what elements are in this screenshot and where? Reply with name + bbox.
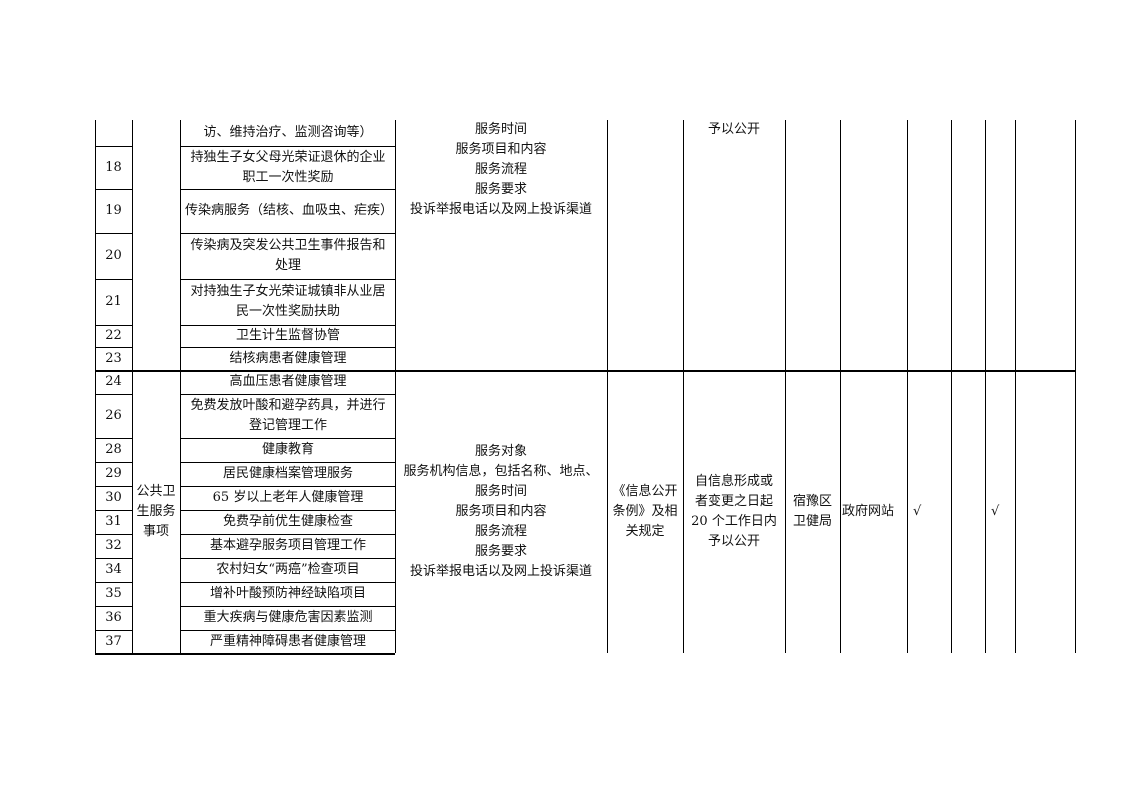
row-line <box>95 325 132 327</box>
row-line <box>95 558 132 560</box>
check-mark-1: √ <box>913 503 922 519</box>
column-line <box>606 120 608 653</box>
row-line <box>95 486 132 488</box>
column-line <box>682 120 684 653</box>
service-item: 传染病服务（结核、血吸虫、疟疾） <box>185 203 394 218</box>
column-line <box>839 120 841 653</box>
column-line <box>784 120 786 653</box>
block1-content: 服务时间 服务项目和内容 服务流程 服务要求 投诉举报电话以及网上投诉渠道 <box>409 122 592 217</box>
row-line <box>95 630 132 632</box>
service-item: 重大疾病与健康危害因素监测 <box>203 610 373 625</box>
row-line <box>95 146 132 148</box>
row-number: 19 <box>105 203 122 218</box>
service-item: 免费发放叶酸和避孕药具，并进行登记管理工作 <box>190 398 386 433</box>
block-divider <box>95 370 1075 372</box>
column-line <box>950 120 952 653</box>
row-number <box>95 120 132 146</box>
row-line <box>180 347 395 349</box>
service-item: 免费孕前优生健康检查 <box>222 514 353 529</box>
row-line <box>180 438 395 440</box>
category-cell: 公共卫生服务事项 <box>136 483 176 539</box>
row-line <box>95 233 132 235</box>
row-line <box>180 486 395 488</box>
row-line <box>95 347 132 349</box>
service-item: 结核病患者健康管理 <box>229 350 347 366</box>
table-bottom-line <box>95 653 395 655</box>
service-item: 卫生计生监督协管 <box>235 328 340 343</box>
column-line <box>394 120 396 653</box>
row-number: 26 <box>105 408 122 423</box>
row-number: 21 <box>105 294 122 309</box>
row-line <box>180 233 395 235</box>
column-line <box>1074 120 1076 653</box>
row-number: 30 <box>105 490 122 505</box>
row-number: 18 <box>105 159 122 175</box>
service-item: 健康教育 <box>261 442 314 457</box>
row-line <box>95 189 132 191</box>
row-line <box>180 534 395 536</box>
service-item: 对持独生子女光荣证城镇非从业居民一次性奖励扶助 <box>190 284 386 319</box>
row-line <box>95 510 132 512</box>
row-line <box>95 462 132 464</box>
service-item: 增补叶酸预防神经缺陷项目 <box>209 586 366 601</box>
row-line <box>95 438 132 440</box>
row-line <box>180 462 395 464</box>
column-line <box>906 120 908 653</box>
row-number: 28 <box>105 442 122 457</box>
row-number: 29 <box>105 466 122 481</box>
block2-content: 服务对象 服务机构信息，包括名称、地点、 服务时间 服务项目和内容 服务流程 服… <box>403 443 599 579</box>
subject-cell: 宿豫区卫健局 <box>792 493 832 529</box>
row-number: 31 <box>105 514 122 529</box>
channel-cell: 政府网站 <box>842 503 895 519</box>
row-line <box>180 630 395 632</box>
row-number: 36 <box>105 610 122 625</box>
basis-cell: 《信息公开条例》及相关规定 <box>612 483 678 539</box>
row-line <box>95 279 132 281</box>
row-number: 34 <box>105 562 122 577</box>
column-line <box>984 120 986 653</box>
row-number: 32 <box>105 538 122 553</box>
row-line <box>95 534 132 536</box>
row-number: 22 <box>105 328 122 343</box>
row-number: 20 <box>105 248 122 263</box>
column-line <box>131 120 133 653</box>
service-item: 居民健康档案管理服务 <box>222 466 353 481</box>
service-item: 传染病及突发公共卫生事件报告和处理 <box>190 238 386 273</box>
service-item: 严重精神障碍患者健康管理 <box>209 633 366 649</box>
row-line <box>180 582 395 584</box>
row-line <box>180 279 395 281</box>
block1-deadline: 予以公开 <box>707 122 760 137</box>
row-line <box>95 394 132 396</box>
row-line <box>180 325 395 327</box>
row-number: 23 <box>105 350 122 366</box>
service-item: 65 岁以上老年人健康管理 <box>212 490 364 505</box>
check-mark-2: √ <box>991 503 1000 519</box>
row-number: 35 <box>105 586 122 601</box>
row-number: 37 <box>105 633 122 649</box>
service-item: 持独生子女父母光荣证退休的企业职工一次性奖励 <box>190 149 386 185</box>
column-line <box>94 120 96 653</box>
service-item: 基本避孕服务项目管理工作 <box>209 538 366 553</box>
service-item: 高血压患者健康管理 <box>229 374 347 389</box>
row-line <box>180 146 395 148</box>
deadline-cell: 自信息形成或者变更之日起20 个工作日内予以公开 <box>691 473 777 549</box>
row-line <box>180 394 395 396</box>
row-number: 24 <box>105 374 122 389</box>
row-line <box>180 189 395 191</box>
row-line <box>180 606 395 608</box>
row-line <box>95 582 132 584</box>
column-line <box>1014 120 1016 653</box>
column-line <box>179 120 181 653</box>
row-line <box>95 606 132 608</box>
service-item: 农村妇女“两癌”检查项目 <box>216 562 360 577</box>
row-line <box>180 558 395 560</box>
row-line <box>180 510 395 512</box>
service-item: 访、维持治疗、监测咨询等） <box>203 125 373 140</box>
